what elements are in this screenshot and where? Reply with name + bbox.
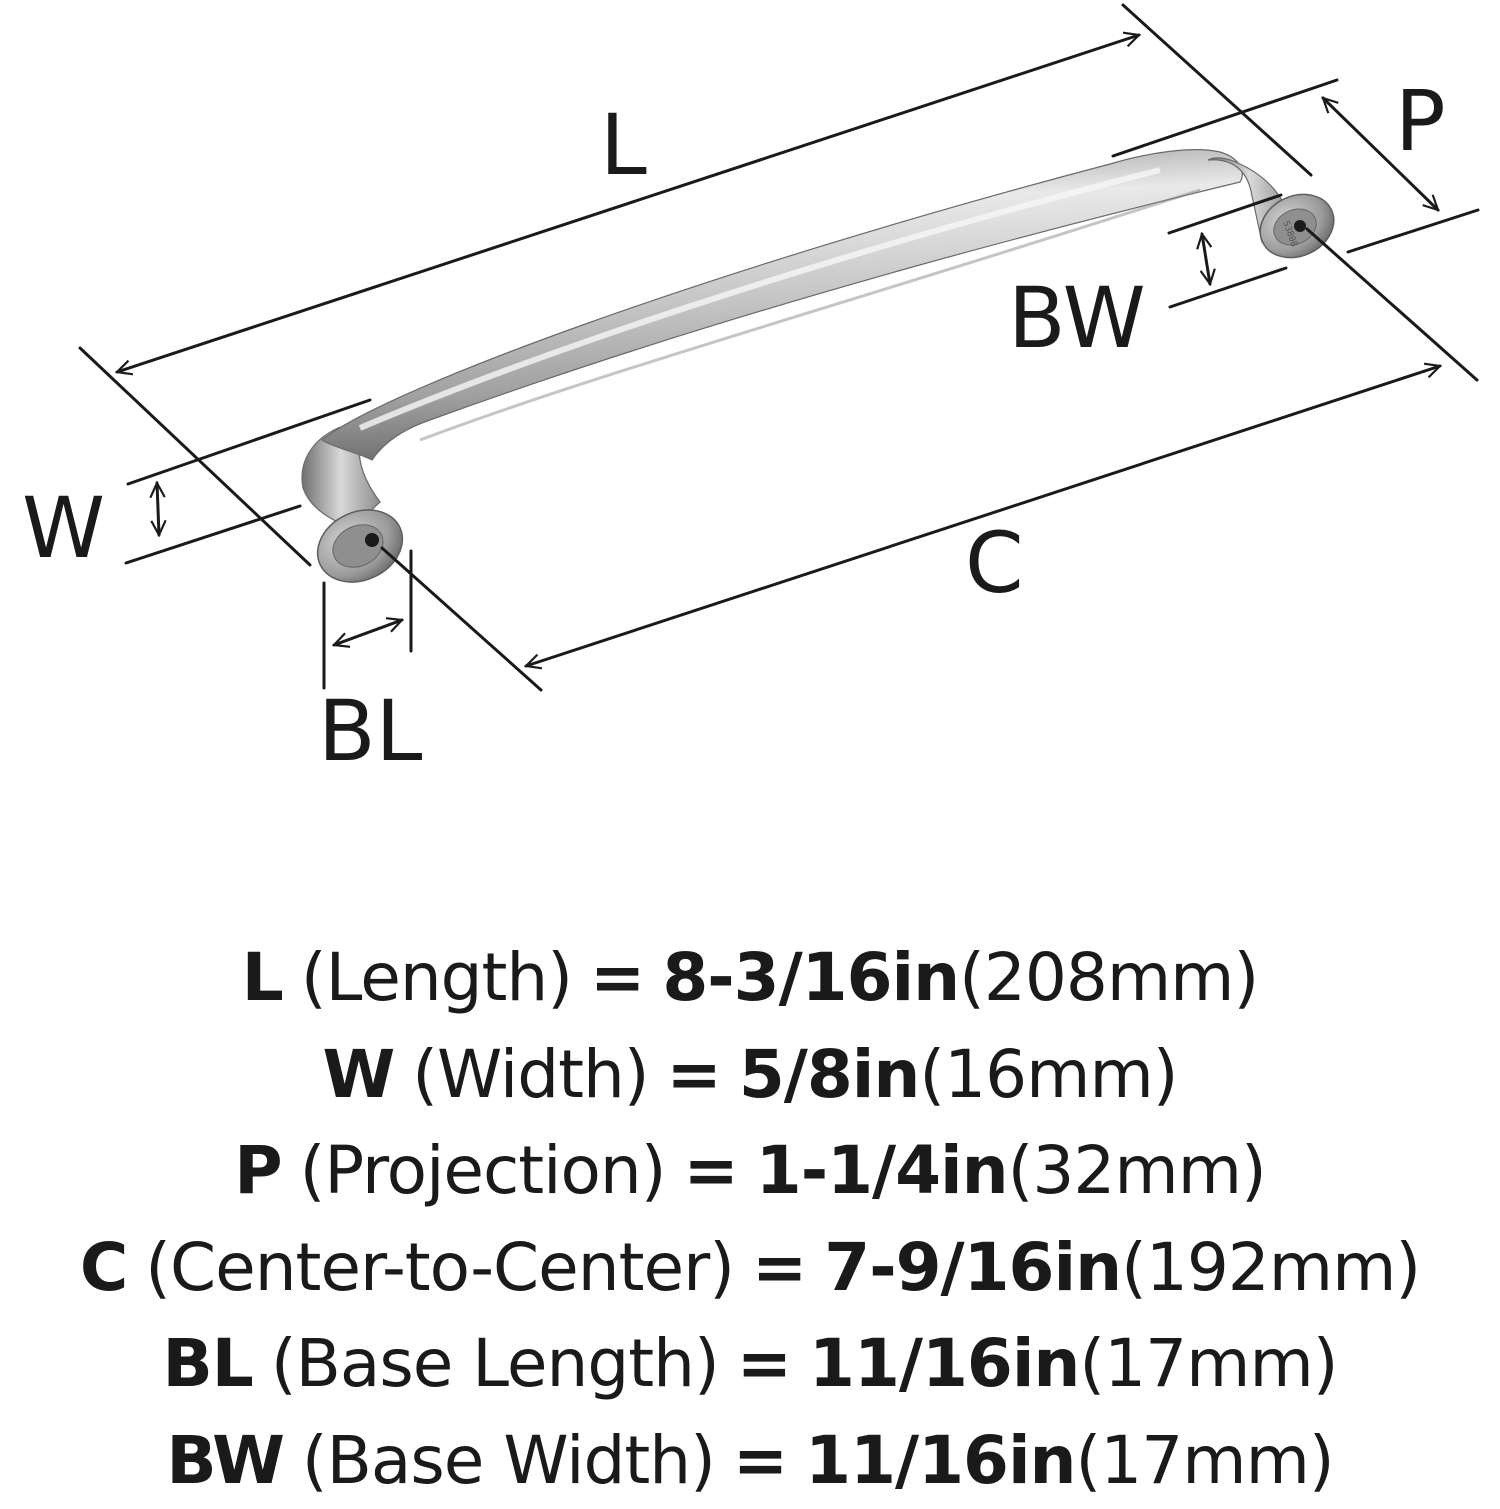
- spec-row-projection: P(Projection)=1-1/4in(32mm): [0, 1123, 1500, 1220]
- label-projection: P: [1395, 72, 1446, 170]
- base-length-arrow: [334, 620, 402, 645]
- spec-row-center-to-center: C(Center-to-Center)=7-9/16in(192mm): [0, 1220, 1500, 1317]
- dimension-spec-list: L(Length)=8-3/16in(208mm) W(Width)=5/8in…: [0, 930, 1500, 1509]
- spec-row-length: L(Length)=8-3/16in(208mm): [0, 930, 1500, 1027]
- spec-row-base-length: BL(Base Length)=11/16in(17mm): [0, 1316, 1500, 1413]
- projection-extension-bottom: [1348, 210, 1478, 252]
- projection-extension-top: [1113, 80, 1337, 156]
- label-width: W: [22, 479, 105, 577]
- label-base-length: BL: [318, 682, 423, 780]
- center-extension-left: [382, 548, 541, 690]
- pull-handle-dimension-diagram: 53808 L W P C: [0, 0, 1500, 860]
- spec-row-base-width: BW(Base Width)=11/16in(17mm): [0, 1413, 1500, 1509]
- length-extension-left: [80, 348, 310, 565]
- center-extension-right: [1307, 229, 1477, 380]
- dimension-lines: [80, 5, 1478, 690]
- screw-hole-icon: [365, 533, 379, 547]
- label-center: C: [965, 514, 1024, 612]
- base-width-arrow: [1202, 234, 1210, 284]
- base-width-extension-bottom: [1170, 268, 1286, 307]
- width-extension-bottom: [126, 506, 300, 563]
- label-length: L: [600, 96, 647, 194]
- width-arrow: [157, 483, 159, 535]
- screw-hole-icon: [1294, 220, 1306, 232]
- length-extension-right: [1123, 5, 1311, 175]
- label-base-width: BW: [1008, 269, 1146, 367]
- spec-row-width: W(Width)=5/8in(16mm): [0, 1027, 1500, 1124]
- pull-handle-image: 53808: [302, 150, 1344, 596]
